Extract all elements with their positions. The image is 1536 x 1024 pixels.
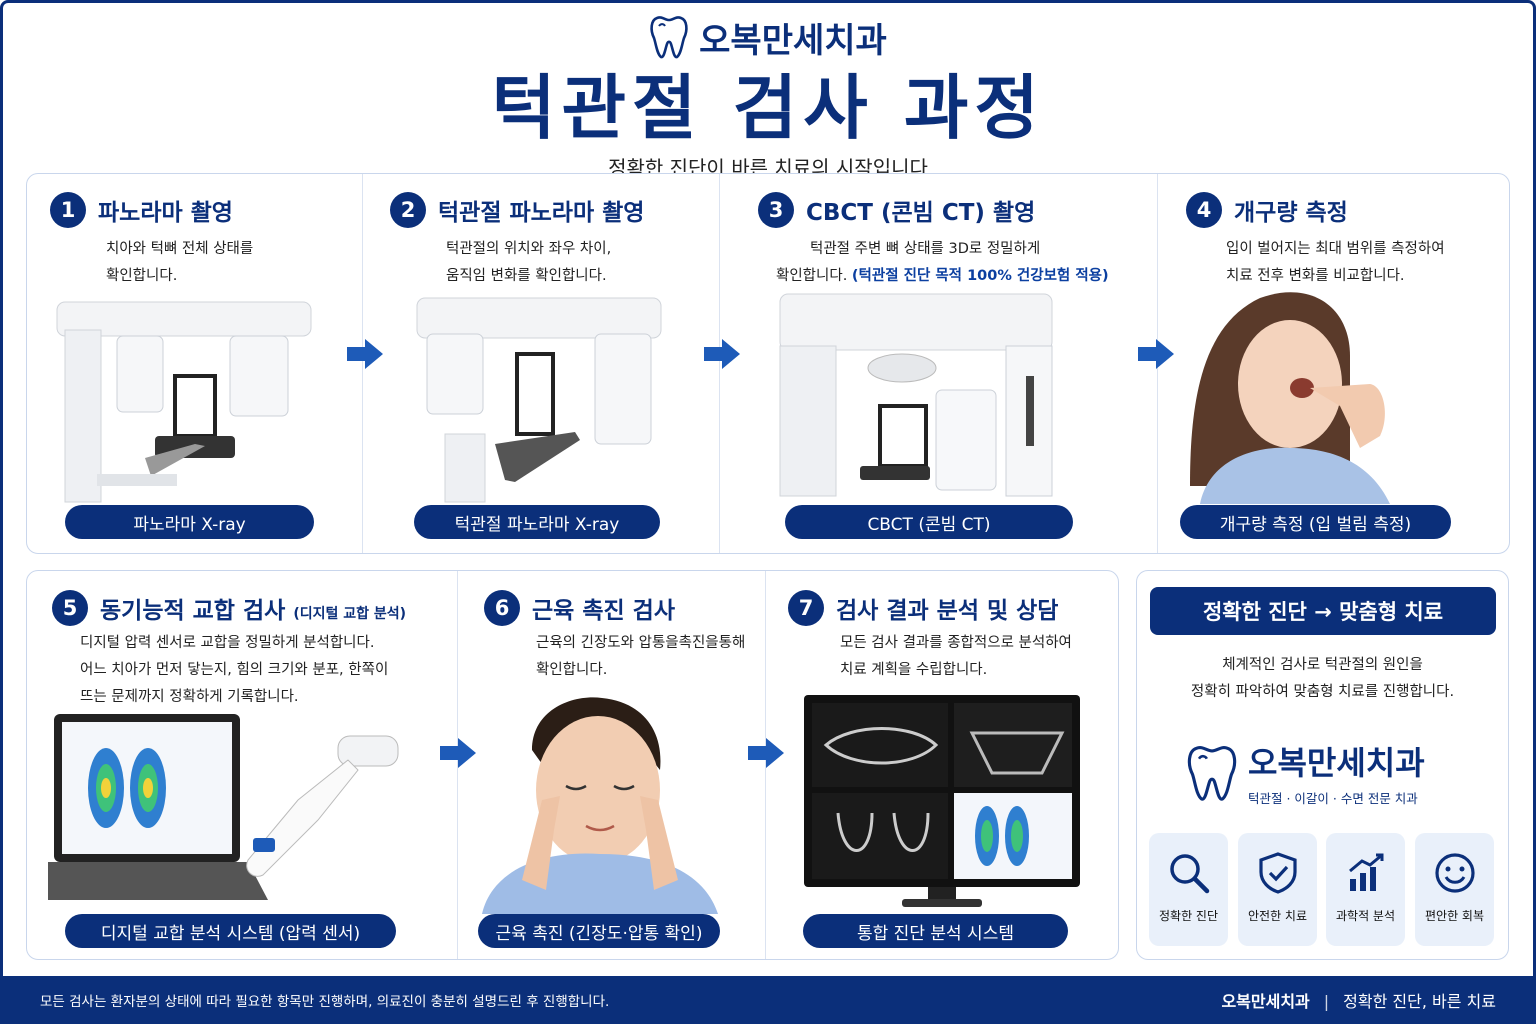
divider [362,174,363,553]
step-title: 근육 촉진 검사 [532,598,675,624]
header: 오복만세치과 턱관절 검사 과정 정확한 진단이 바른 치료의 시작입니다 [0,10,1536,181]
feature-scientific-analysis: 과학적 분석 [1326,833,1405,946]
divider [457,571,458,959]
step-title: 동기능적 교합 검사 (디지털 교합 분석) [100,598,407,624]
arrow-right-icon [1138,339,1174,369]
step-description: 턱관절 주변 뼈 상태를 3D로 정밀하게 확인합니다. (턱관절 진단 목적 … [776,241,1109,284]
step-1-caption: 파노라마 X-ray [65,505,314,539]
step-number: 4 [1186,192,1222,228]
step-5: 5 동기능적 교합 검사 (디지털 교합 분석) 디지털 압력 센서로 교합을 정… [52,590,406,711]
arrow-right-icon [440,738,476,768]
tooth-logo-icon [1187,745,1237,801]
step-number: 1 [50,192,86,228]
feature-comfortable-recovery: 편안한 회복 [1415,833,1494,946]
step-2-caption: 턱관절 파노라마 X-ray [414,505,660,539]
step-title: 파노라마 촬영 [98,200,233,226]
step-number: 6 [484,590,520,626]
shield-check-icon [1258,852,1297,894]
diagnosis-monitor-image [804,695,1080,907]
step-title: 검사 결과 분석 및 상담 [836,598,1059,624]
divider [719,174,720,553]
step-number: 7 [788,590,824,626]
step-number: 5 [52,590,88,626]
footer-brand: 오복만세치과|정확한 진단, 바른 치료 [1221,992,1496,1011]
step-title: CBCT (콘빔 CT) 촬영 [806,200,1036,226]
promo-tagline: 턱관절 · 이갈이 · 수면 전문 치과 [1248,791,1418,806]
growth-chart-icon [1348,853,1383,891]
tmj-panoramic-xray-machine-image [416,297,662,503]
smile-icon [1434,853,1475,893]
step-3: 3 CBCT (콘빔 CT) 촬영 턱관절 주변 뼈 상태를 3D로 정밀하게 확… [758,192,1109,290]
divider [765,571,766,959]
footer: 모든 검사는 환자분의 상태에 따라 필요한 항목만 진행하며, 의료진이 충분… [0,976,1536,1024]
step-6-caption: 근육 촉진 (긴장도·압통 확인) [478,914,720,948]
step-3-caption: CBCT (콘빔 CT) [785,505,1073,539]
brand-top: 오복만세치과 [0,10,1536,64]
digital-occlusion-laptop-image [48,714,399,900]
panoramic-xray-machine-image [56,301,312,503]
step-4-caption: 개구량 측정 (입 벌림 측정) [1180,505,1451,539]
page-title: 턱관절 검사 과정 [491,67,1045,149]
step-title: 개구량 측정 [1234,200,1348,226]
step-5-caption: 디지털 교합 분석 시스템 (압력 센서) [65,914,396,948]
arrow-right-icon [748,738,784,768]
step-description: 디지털 압력 센서로 교합을 정밀하게 분석합니다.어느 치아가 먼저 닿는지,… [80,635,389,705]
promo-brand: 오복만세치과 턱관절 · 이갈이 · 수면 전문 치과 [1186,738,1425,807]
custom-treatment-banner: 정확한 진단 → 맞춤형 치료 [1150,587,1496,635]
arrow-right-icon [704,339,740,369]
mouth-opening-woman-image [1190,292,1390,504]
footer-note: 모든 검사는 환자분의 상태에 따라 필요한 항목만 진행하며, 의료진이 충분… [40,994,610,1010]
feature-accurate-diagnosis: 정확한 진단 [1149,833,1228,946]
feature-safe-treatment: 안전한 치료 [1238,833,1317,946]
step-2: 2 턱관절 파노라마 촬영 턱관절의 위치와 좌우 차이,움직임 변화를 확인합니… [390,192,644,290]
cbct-machine-image [779,293,1053,497]
step-description: 턱관절의 위치와 좌우 차이,움직임 변화를 확인합니다. [446,241,612,284]
muscle-palpation-man-image [482,697,718,914]
search-icon [1169,854,1209,894]
step-7-caption: 통합 진단 분석 시스템 [803,914,1068,948]
step-title: 턱관절 파노라마 촬영 [438,200,645,226]
promo-brand-name: 오복만세치과 [1248,744,1425,782]
arrow-right-icon [347,339,383,369]
brand-name: 오복만세치과 [699,20,887,61]
step-number: 3 [758,192,794,228]
step-number: 2 [390,192,426,228]
tooth-logo-icon [650,16,688,59]
